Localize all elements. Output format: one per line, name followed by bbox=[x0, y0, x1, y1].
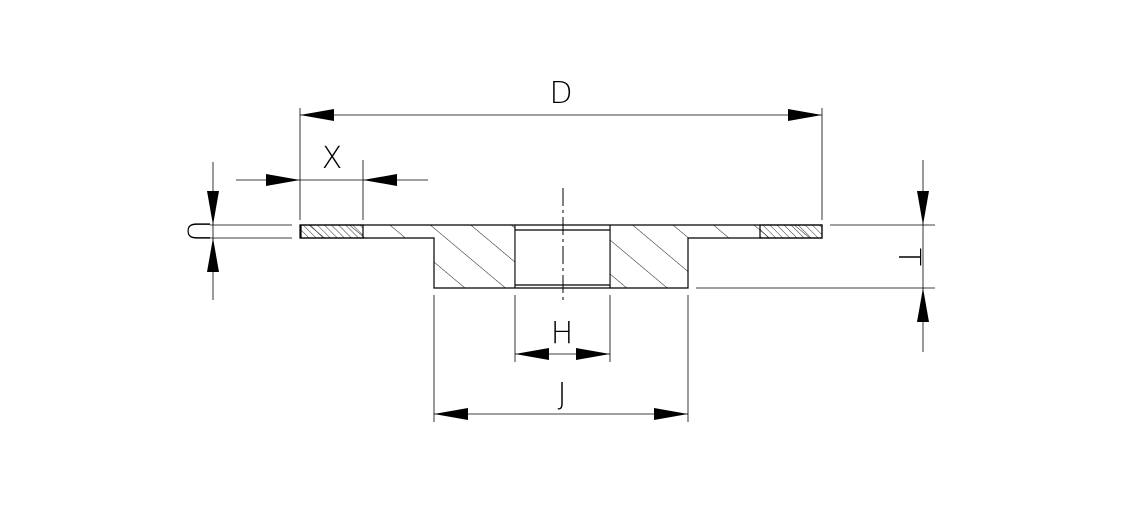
dimension-x: X bbox=[236, 141, 428, 186]
extension-lines bbox=[210, 108, 935, 422]
label-u: U bbox=[180, 220, 215, 242]
body-right-hatch bbox=[610, 225, 822, 288]
abrasive-rim-right bbox=[759, 224, 823, 239]
dimension-j: J bbox=[434, 377, 688, 420]
body-left-hatch bbox=[300, 225, 515, 288]
dimension-u: U bbox=[180, 162, 219, 300]
label-h: H bbox=[551, 316, 574, 351]
dimension-t: T bbox=[891, 160, 929, 352]
label-d: D bbox=[549, 76, 572, 111]
abrasive-rim-left bbox=[300, 224, 364, 239]
label-x: X bbox=[322, 141, 343, 176]
dimension-d: D bbox=[300, 76, 822, 121]
wheel-section bbox=[299, 224, 823, 289]
label-t: T bbox=[891, 248, 926, 266]
label-j: J bbox=[558, 377, 567, 412]
dimension-h: H bbox=[515, 316, 610, 360]
